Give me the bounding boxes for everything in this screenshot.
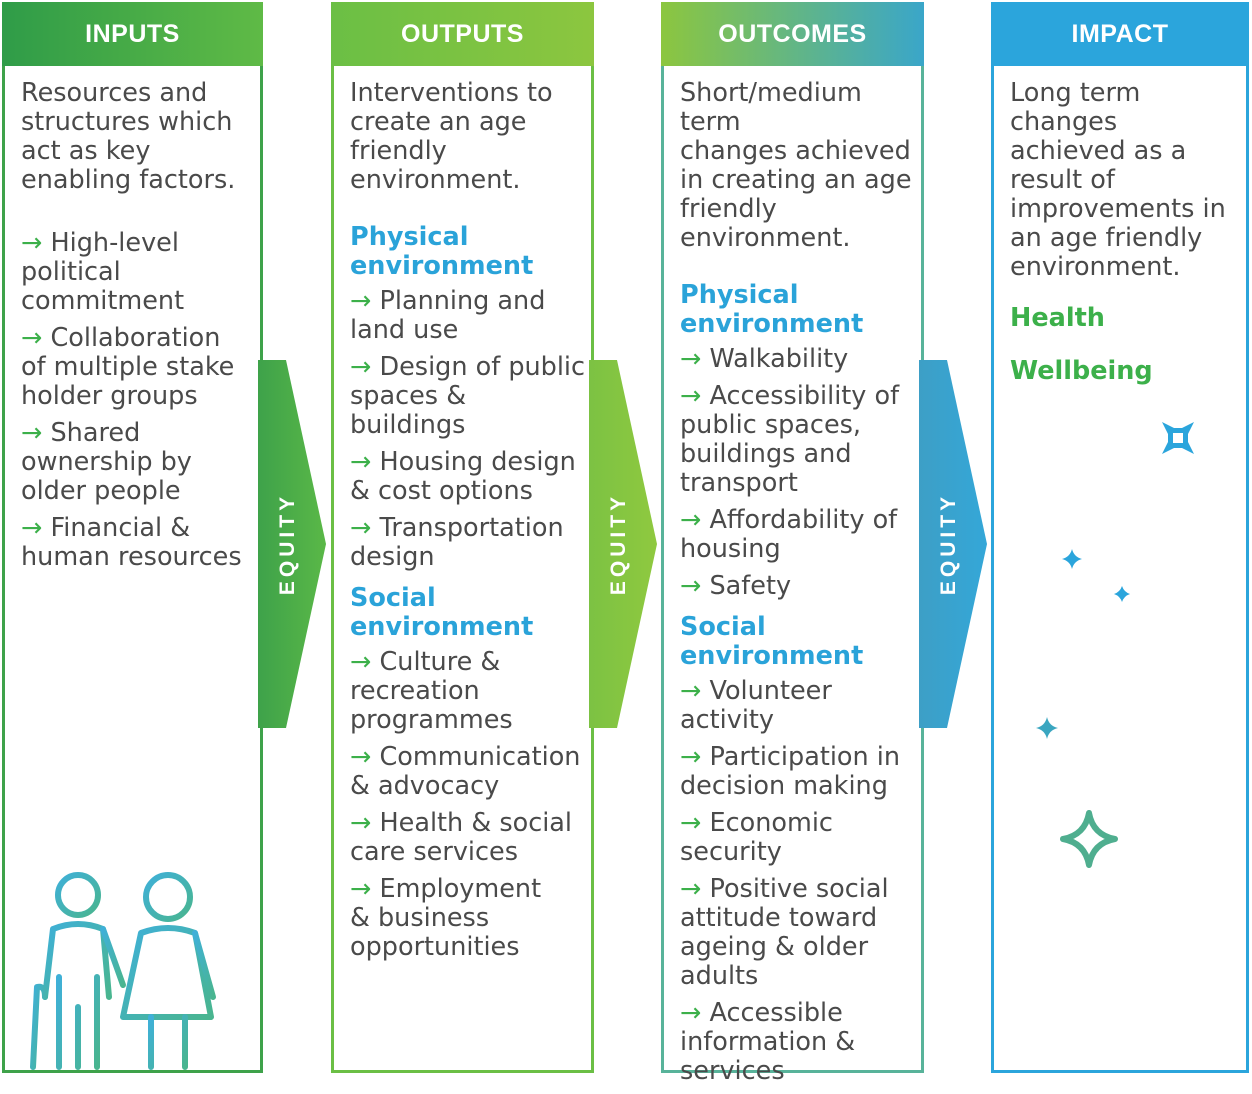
arrow-icon: → [350,874,372,904]
list-item: → Accessibility of public spaces, buildi… [680,381,900,498]
impact-wellbeing: Wellbeing [1010,356,1153,386]
arrow-icon: → [680,874,702,904]
arrow-icon: → [21,228,43,258]
list-item: → Volunteer activity [680,676,832,735]
equity-arrow: EQUITY [919,360,989,728]
social-environment-heading: Social environment [350,583,534,642]
inputs-header: INPUTS [2,2,263,66]
impact-description: Long term changes achieved as a result o… [1010,78,1226,282]
outcomes-description: Short/medium term changes achieved in cr… [680,78,912,253]
arrow-icon: → [680,808,702,838]
outcomes-column: OUTCOMES Short/medium term changes achie… [661,2,924,1086]
arrow-icon: → [680,505,702,535]
outcomes-body: Short/medium term changes achieved in cr… [680,79,917,1094]
impact-column: IMPACT Long term changes achieved as a r… [991,2,1249,1073]
list-item: → Housing design & cost options [350,447,576,506]
arrow-icon: → [680,344,702,374]
arrow-icon: → [350,447,372,477]
arrow-icon: → [21,418,43,448]
sparkle-icon [1162,422,1194,454]
arrow-icon: → [350,647,372,677]
equity-label: EQUITY [607,492,630,596]
equity-label: EQUITY [937,492,960,596]
outcomes-header: OUTCOMES [661,2,924,66]
equity-arrow: EQUITY [589,360,659,728]
inputs-body: Resources and structures which act as ke… [21,79,256,580]
arrow-icon: → [21,513,43,543]
arrow-icon: → [680,998,702,1028]
list-item: → Design of public spaces & buildings [350,352,586,440]
list-item: → Economic security [680,808,833,867]
outputs-body: Interventions to create an age friendly … [350,79,587,970]
sparkle-icon [1036,717,1058,739]
sparkle-icon [1062,549,1082,569]
inputs-column: INPUTS Resources and structures which ac… [2,2,263,1073]
outputs-column: OUTPUTS Interventions to create an age f… [331,2,594,1073]
list-item: → Employment & business opportunities [350,874,542,962]
arrow-icon: → [350,513,372,543]
list-item: → Planning and land use [350,286,546,345]
arrow-icon: → [680,676,702,706]
arrow-icon: → [350,352,372,382]
list-item: → Walkability [680,344,849,374]
social-environment-heading: Social environment [680,612,864,671]
list-item: → Collaboration of multiple stake holder… [21,323,235,411]
arrow-icon: → [350,742,372,772]
list-item: → Culture & recreation programmes [350,647,513,735]
sparkle-icon [1060,810,1118,868]
impact-header: IMPACT [991,2,1249,66]
list-item: → Communication & advocacy [350,742,581,801]
list-item: → Financial & human resources [21,513,242,572]
outputs-description: Interventions to create an age friendly … [350,78,553,195]
physical-environment-heading: Physical environment [350,222,534,281]
older-couple-icon [30,872,216,1070]
inputs-description: Resources and structures which act as ke… [21,78,236,195]
list-item: → High-level political commitment [21,228,185,316]
list-item: → Positive social attitude toward ageing… [680,874,889,991]
arrow-icon: → [680,381,702,411]
list-item: → Safety [680,571,792,601]
arrow-icon: → [680,571,702,601]
sparkle-icon [1114,586,1130,602]
list-item: → Affordability of housing [680,505,898,564]
arrow-icon: → [350,808,372,838]
outputs-header: OUTPUTS [331,2,594,66]
impact-body: Long term changes achieved as a result o… [1010,79,1242,410]
arrow-icon: → [680,742,702,772]
arrow-icon: → [21,323,43,353]
equity-label: EQUITY [276,492,299,596]
physical-environment-heading: Physical environment [680,280,864,339]
list-item: → Transportation design [350,513,564,572]
arrow-icon: → [350,286,372,316]
list-item: → Participation in decision making [680,742,901,801]
impact-health: Health [1010,303,1105,333]
equity-arrow: EQUITY [258,360,328,728]
list-item: → Shared ownership by older people [21,418,192,506]
list-item: → Health & social care services [350,808,573,867]
list-item: → Accessible information & services [680,998,856,1086]
